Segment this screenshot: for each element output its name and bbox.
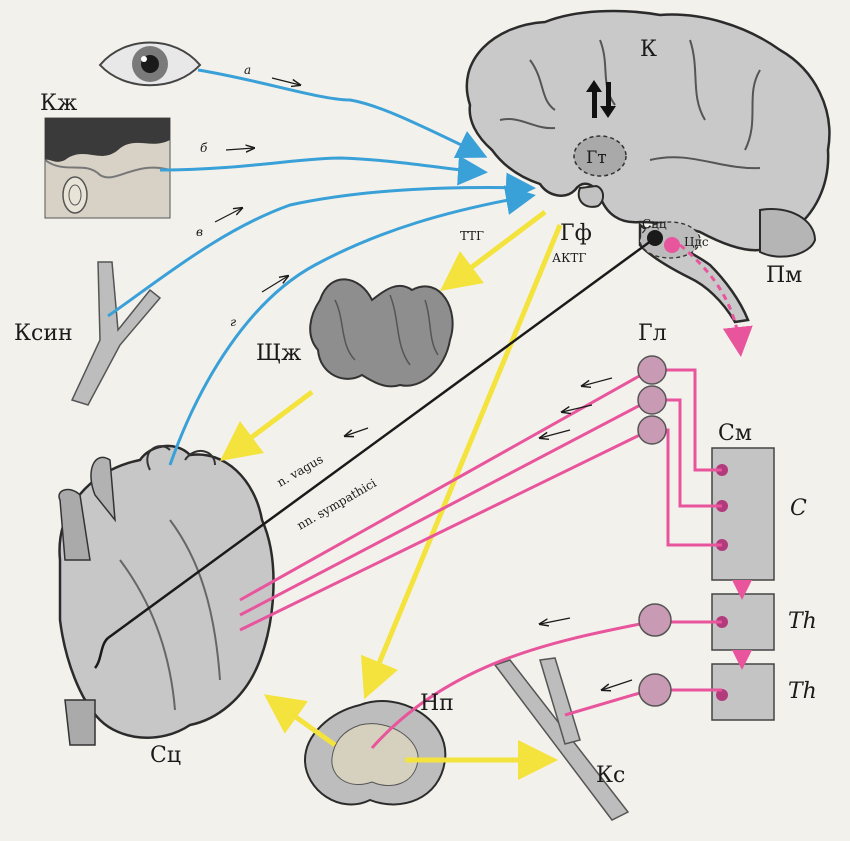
thyroid-label: Щж <box>256 341 301 366</box>
cortex-label: К <box>640 37 657 62</box>
ganglion-label: Гл <box>638 321 667 346</box>
spinal-cord <box>711 447 775 721</box>
segment-c-label: C <box>790 496 807 521</box>
pathway-a <box>197 68 488 159</box>
sinus-vessel <box>70 261 162 406</box>
hormonal-pathways <box>220 210 563 780</box>
segment-th1-label: Th <box>788 609 817 634</box>
blood-vessel <box>493 657 630 821</box>
path-b-label: б <box>200 141 208 155</box>
pathway-g <box>168 185 536 466</box>
adrenal-label: Нп <box>420 691 454 716</box>
spinal-cord-label: См <box>718 421 752 446</box>
heart-label: Сц <box>150 743 181 768</box>
acth-arrow <box>360 224 563 700</box>
brain <box>465 9 831 324</box>
cardio-center-label: Сцц <box>642 217 667 231</box>
skin-label: Кж <box>40 91 77 116</box>
vessel-label: Кс <box>596 763 625 788</box>
vagus-nerve <box>93 230 663 669</box>
skin-section <box>44 117 171 219</box>
hypothalamus-label: Гт <box>586 148 607 168</box>
path-g-label: г <box>230 315 236 329</box>
segment-th2-label: Th <box>788 679 817 704</box>
path-a-label: а <box>244 63 251 77</box>
pathway-b <box>159 155 488 186</box>
sympathici-label: nn. sympathici <box>295 476 379 533</box>
medulla-label: Пм <box>766 263 802 288</box>
pituitary-label: Гф <box>560 221 592 246</box>
adrenal-to-heart-arrow <box>263 694 337 748</box>
hypothalamus-region <box>573 135 627 177</box>
eye <box>98 41 202 87</box>
thyroid-to-heart-arrow <box>220 390 314 461</box>
tsh-arrow <box>440 210 547 292</box>
tsh-label: ТТГ <box>460 229 484 243</box>
adrenal-gland <box>303 700 447 806</box>
pathway-v <box>107 172 536 318</box>
path-v-label: в <box>196 225 203 239</box>
vessel-receptor-label: Ксин <box>14 321 73 346</box>
thyroid-gland <box>309 278 454 388</box>
afferent-pathways <box>107 68 536 466</box>
direction-arrows <box>214 77 633 690</box>
respiratory-center-label: Цдс <box>684 235 709 249</box>
heart <box>58 444 275 746</box>
sympathetic-nerves <box>239 243 753 749</box>
ganglia <box>637 237 680 707</box>
acth-label: АКТГ <box>552 251 586 265</box>
